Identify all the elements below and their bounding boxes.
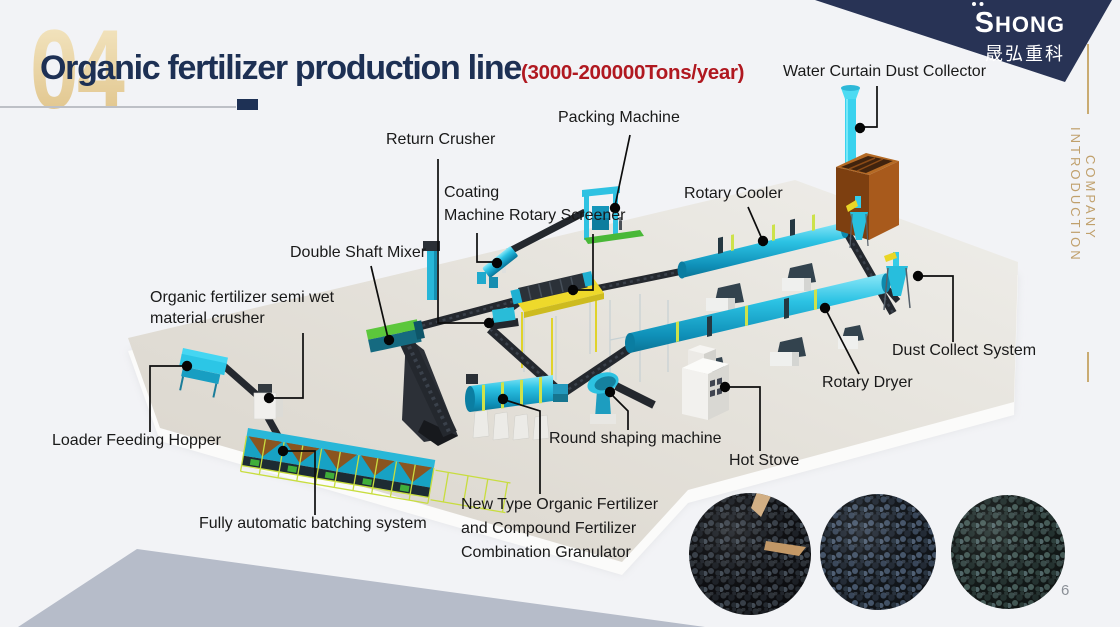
title-underline bbox=[0, 106, 236, 108]
granule-photos bbox=[689, 493, 1065, 615]
label-batching-system: Fully automatic batching system bbox=[199, 515, 427, 532]
water-curtain-dust-collector bbox=[836, 85, 899, 249]
label-rotary-dryer: Rotary Dryer bbox=[822, 374, 913, 391]
dust-collect-cyclone bbox=[883, 252, 911, 311]
label-round-shaping-machine: Round shaping machine bbox=[549, 430, 722, 447]
leader-lines bbox=[149, 86, 954, 515]
bucket-elevator bbox=[423, 241, 440, 300]
page-number: 6 bbox=[1061, 582, 1070, 599]
label-loader-feeding-hopper: Loader Feeding Hopper bbox=[52, 432, 222, 449]
granulator-machine bbox=[465, 374, 568, 441]
side-tab-line1: COMPANY bbox=[1083, 155, 1098, 241]
label-packing-machine: Packing Machine bbox=[558, 109, 680, 126]
side-gold-line-top bbox=[1087, 44, 1089, 114]
return-crusher-machine bbox=[490, 306, 519, 330]
hot-stove bbox=[682, 345, 729, 420]
label-rotary-cooler: Rotary Cooler bbox=[684, 185, 783, 202]
page-title: Organic fertilizer production line bbox=[40, 49, 522, 87]
rotary-cooler-machine bbox=[677, 214, 849, 311]
leader-dots bbox=[181, 122, 924, 457]
side-tab-line2: INTRODUCTION bbox=[1068, 127, 1083, 263]
rotary-dryer-machine bbox=[625, 273, 891, 386]
double-shaft-mixer bbox=[366, 319, 425, 353]
title-underline-dash bbox=[237, 99, 258, 110]
label-water-curtain-dust-collector: Water Curtain Dust Collector bbox=[783, 63, 987, 80]
corner-decoration-gray bbox=[18, 549, 705, 627]
label-dust-collect-system: Dust Collect System bbox=[892, 342, 1037, 359]
corner-decoration-navy bbox=[815, 0, 1112, 82]
side-tab: COMPANY INTRODUCTION bbox=[1068, 127, 1098, 263]
label-rotary-screener: Rotary Screener bbox=[509, 207, 626, 224]
loader-feeding-hopper bbox=[179, 348, 228, 398]
header-title-row: Organic fertilizer production line(3000-… bbox=[40, 49, 745, 88]
side-gold-line-bottom bbox=[1087, 352, 1089, 382]
logo-chinese-text: 晟弘重科 bbox=[985, 44, 1065, 64]
label-return-crusher: Return Crusher bbox=[386, 131, 496, 148]
batching-system bbox=[239, 428, 511, 514]
rotary-screener-machine bbox=[510, 271, 604, 318]
logo-text: SHONG bbox=[968, 2, 1065, 40]
logo-umlaut-dots bbox=[972, 2, 976, 6]
label-double-shaft-mixer: Double Shaft Mixer bbox=[290, 244, 427, 261]
label-hot-stove: Hot Stove bbox=[729, 452, 800, 469]
brand-logo: SHONG 晟弘重科 bbox=[968, 2, 1065, 66]
capacity-note: (3000-200000Tons/year) bbox=[520, 61, 745, 84]
